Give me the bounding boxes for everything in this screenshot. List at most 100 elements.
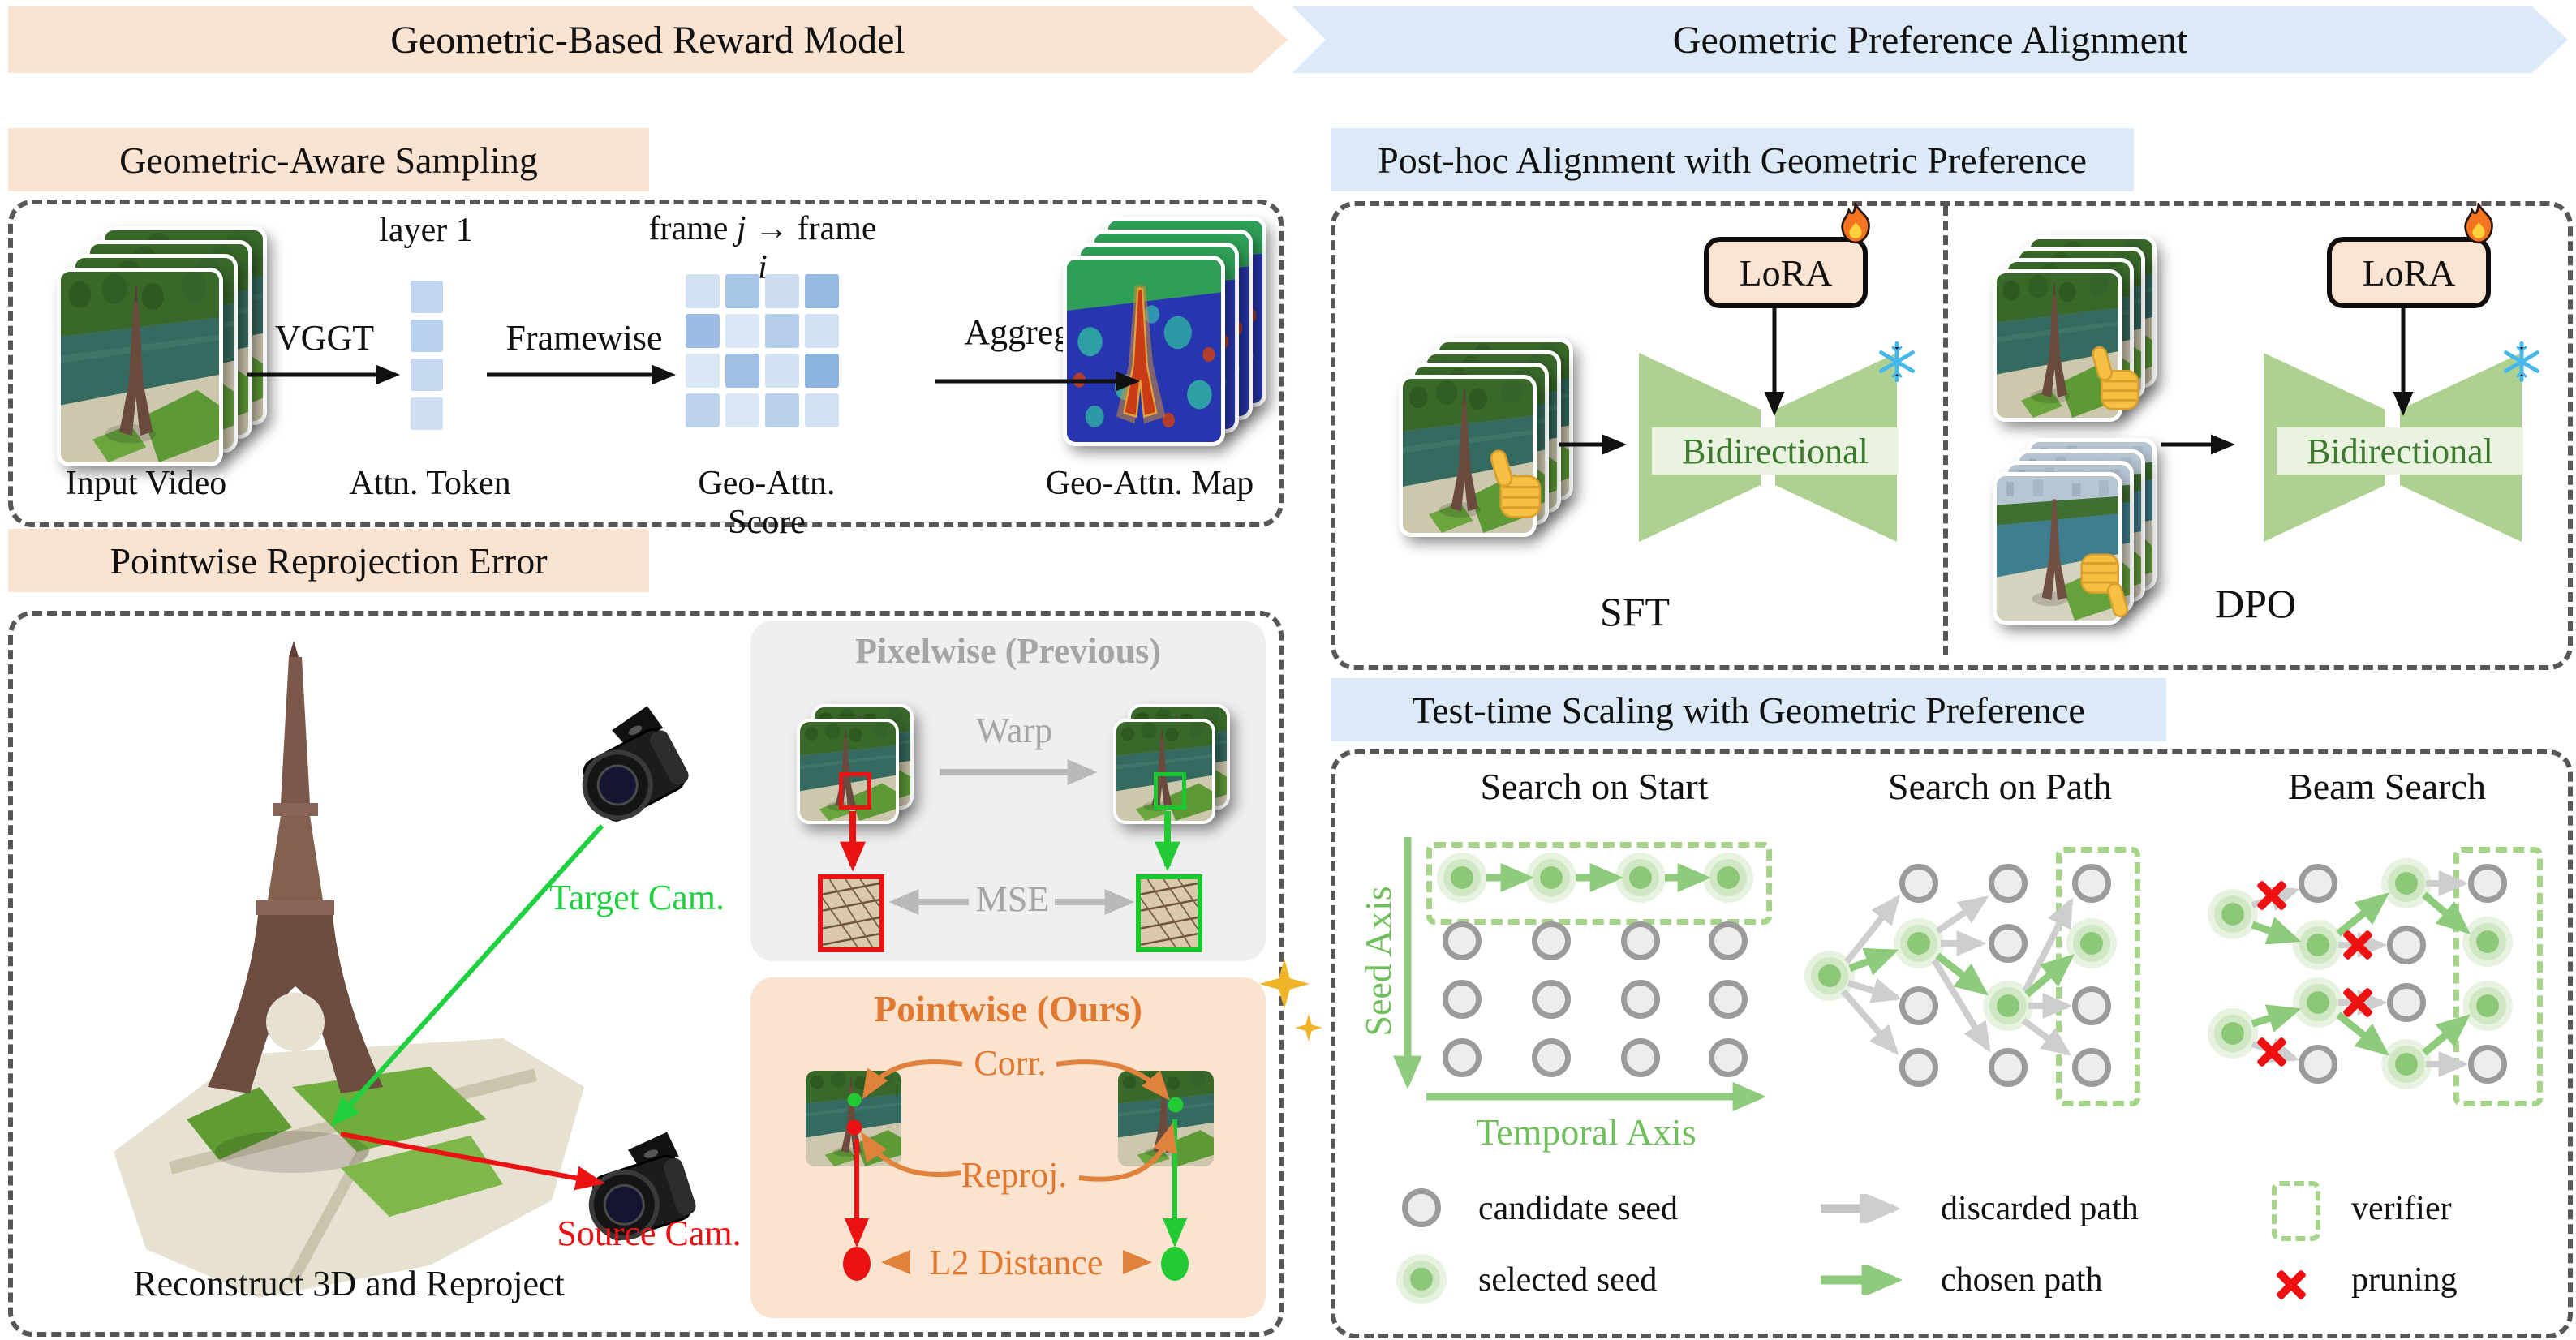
selected-seed-node [1629,866,1652,889]
attn-token-cell [411,397,443,430]
section-label-posthoc: Post-hoc Alignment with Geometric Prefer… [1331,128,2134,191]
geo-attn-score-cell [765,274,799,308]
candidate-seed-node [1532,980,1571,1019]
geo-attn-score-cell [805,354,839,388]
lora-label: LoRA [2362,251,2456,294]
sparkle-icon [1259,959,1310,1009]
tts-col-search-on-start: Search on Start [1480,766,1709,807]
geo-attn-score-cell [686,274,720,308]
geo-attn-score-cell [805,393,839,427]
geo-attn-score-grid [686,274,839,427]
corr-label: Corr. [974,1043,1047,1083]
geo-attn-score-cell [805,274,839,308]
legend-candidate-seed-icon [1402,1188,1441,1227]
l2-green-endpoint [1161,1247,1189,1281]
bidirectional-text: Bidirectional [1682,431,1869,471]
lora-box-dpo: LoRA [2327,237,2491,308]
selected-seed-node [1997,994,2019,1017]
tts-col-beam-search: Beam Search [2288,766,2486,807]
reproj-label: Reproj. [961,1155,1068,1195]
tts-col-search-on-path: Search on Path [1888,766,2112,807]
candidate-seed-node [1621,921,1660,960]
candidate-seed-node [2299,1045,2337,1084]
thumbs-up-icon [1488,448,1542,518]
candidate-seed-node [2387,983,2426,1022]
source-cam-label: Source Cam. [557,1213,742,1253]
candidate-seed-node [1709,980,1748,1019]
section-label-tts: Test-time Scaling with Geometric Prefere… [1331,678,2166,741]
geo-attn-score-cell [725,354,759,388]
pixelwise-red-patch [818,874,884,952]
frame-relation-label: frame j → frame i [641,209,884,288]
frame-rel-word1: frame [648,210,729,247]
pixelwise-green-patch [1136,874,1202,952]
bidirectional-label-sft: Bidirectional [1652,427,1899,475]
attn-token-column [411,281,443,436]
sparkle-icon [1295,1014,1322,1042]
frame-rel-j: j [736,210,746,247]
candidate-seed-node [1532,921,1571,960]
frame-rel-i: i [758,249,768,287]
candidate-seed-node [1621,980,1660,1019]
selected-seed-node [1717,866,1740,889]
section-label-reprojection: Pointwise Reprojection Error [8,529,649,592]
posthoc-divider [1943,206,1948,655]
section-label-tts-text: Test-time Scaling with Geometric Prefere… [1412,689,2085,731]
geo-attn-score-cell [805,314,839,348]
geo-attn-score-cell [765,393,799,427]
selected-seed-node [2221,903,2244,926]
legend-discarded-path-icon [1821,1194,1901,1223]
banner-preference-alignment: Geometric Preference Alignment [1292,6,2568,73]
selected-seed-node [1451,866,1473,889]
candidate-seed-node [1443,980,1482,1019]
seed-axis-label: Seed Axis [1357,886,1399,1037]
selected-seed-node [2080,932,2103,955]
attn-token-cell [411,281,443,313]
attn-token-caption: Attn. Token [349,465,511,502]
reproj-point-red [846,1119,862,1136]
tts-box [1331,749,2573,1338]
banner-reward-model-label: Geometric-Based Reward Model [390,18,905,62]
corr-point-green [847,1093,862,1107]
video-frame-thumbnail [1993,269,2122,422]
selected-seed-node [2221,1022,2244,1045]
verifier-box-beam-search [2453,847,2543,1106]
pointwise-left-image [806,1071,901,1166]
candidate-seed-node [1899,864,1938,903]
pruning-x-icon [2256,1036,2288,1068]
geo-attn-score-cell [725,314,759,348]
candidate-seed-node [1899,1048,1938,1087]
attn-map-thumbnail [1063,256,1225,446]
geo-attn-score-cell [725,274,759,308]
selected-seed-node [2476,994,2499,1017]
pixelwise-green-roi [1154,772,1186,810]
candidate-seed-node [1989,924,2028,963]
geo-attn-score-cell [686,354,720,388]
snowflake-icon [1876,341,1918,383]
bidirectional-text: Bidirectional [2307,431,2493,471]
candidate-seed-node [1443,1038,1482,1077]
target-cam-label: Target Cam. [548,878,725,917]
candidate-seed-node [1709,1038,1748,1077]
lora-label: LoRA [1739,251,1833,294]
legend-candidate-seed: candidate seed [1478,1190,1679,1227]
pointwise-title: Pointwise (Ours) [874,988,1142,1029]
corr-point-green-right [1168,1097,1184,1113]
mse-label: MSE [975,879,1050,919]
framewise-label: Framewise [505,318,663,358]
geo-attn-score-caption: Geo-Attn. Score [698,465,836,542]
pruning-x-icon [2342,929,2374,961]
section-label-posthoc-text: Post-hoc Alignment with Geometric Prefer… [1378,139,2087,181]
pixelwise-title: Pixelwise (Previous) [855,631,1161,671]
lora-box-sft: LoRA [1704,237,1868,308]
candidate-seed-node [2072,1048,2111,1087]
attn-token-cell [411,320,443,352]
geo-attn-score-cell [686,314,720,348]
verifier-box-search-on-start [1426,842,1772,925]
candidate-seed-node [2072,864,2111,903]
warp-label: Warp [975,711,1053,750]
candidate-seed-node [2387,926,2426,964]
candidate-seed-node [1621,1038,1660,1077]
selected-seed-node [1540,866,1563,889]
candidate-seed-node [1709,921,1748,960]
